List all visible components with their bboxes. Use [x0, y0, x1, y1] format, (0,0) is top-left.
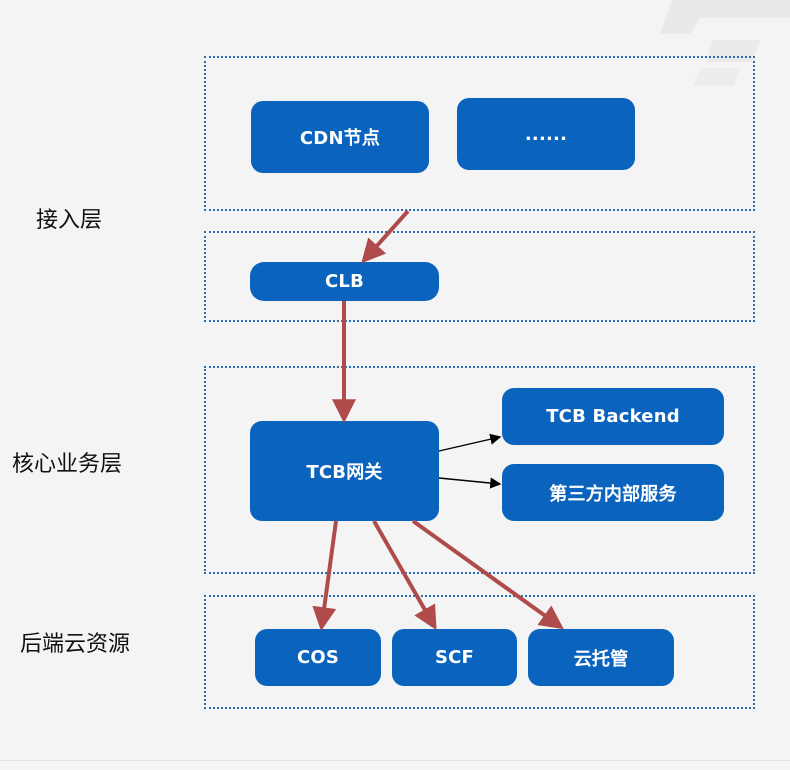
- third-party-service-node[interactable]: 第三方内部服务: [502, 464, 724, 521]
- core-layer-label: 核心业务层: [12, 452, 123, 477]
- backend-layer-label: 后端云资源: [20, 632, 131, 657]
- arrow-gateway-to-tcb-backend: [438, 433, 502, 452]
- cos-node[interactable]: COS: [255, 629, 381, 686]
- backend-region: [204, 595, 755, 709]
- arrow-gateway-to-third-party: [438, 477, 502, 489]
- arrow-gateway-to-scf: [372, 520, 437, 631]
- cdn-region: [204, 56, 755, 211]
- access-layer-label: 接入层: [36, 208, 103, 233]
- arrow-gateway-to-cos: [312, 520, 338, 632]
- core-region: [204, 366, 755, 574]
- more-nodes[interactable]: ......: [457, 98, 635, 170]
- bottom-divider: [0, 760, 790, 761]
- cdn-node[interactable]: CDN节点: [251, 101, 429, 173]
- cloud-hosting-node[interactable]: 云托管: [528, 629, 674, 686]
- tcb-gateway-node[interactable]: TCB网关: [250, 421, 439, 521]
- scf-node[interactable]: SCF: [392, 629, 517, 686]
- tcb-backend-node[interactable]: TCB Backend: [502, 388, 724, 445]
- arrow-cdn-to-clb: [361, 209, 410, 264]
- clb-node[interactable]: CLB: [250, 262, 439, 301]
- clb-region: [204, 231, 755, 322]
- arrow-gateway-to-cloud-hosting: [411, 519, 564, 630]
